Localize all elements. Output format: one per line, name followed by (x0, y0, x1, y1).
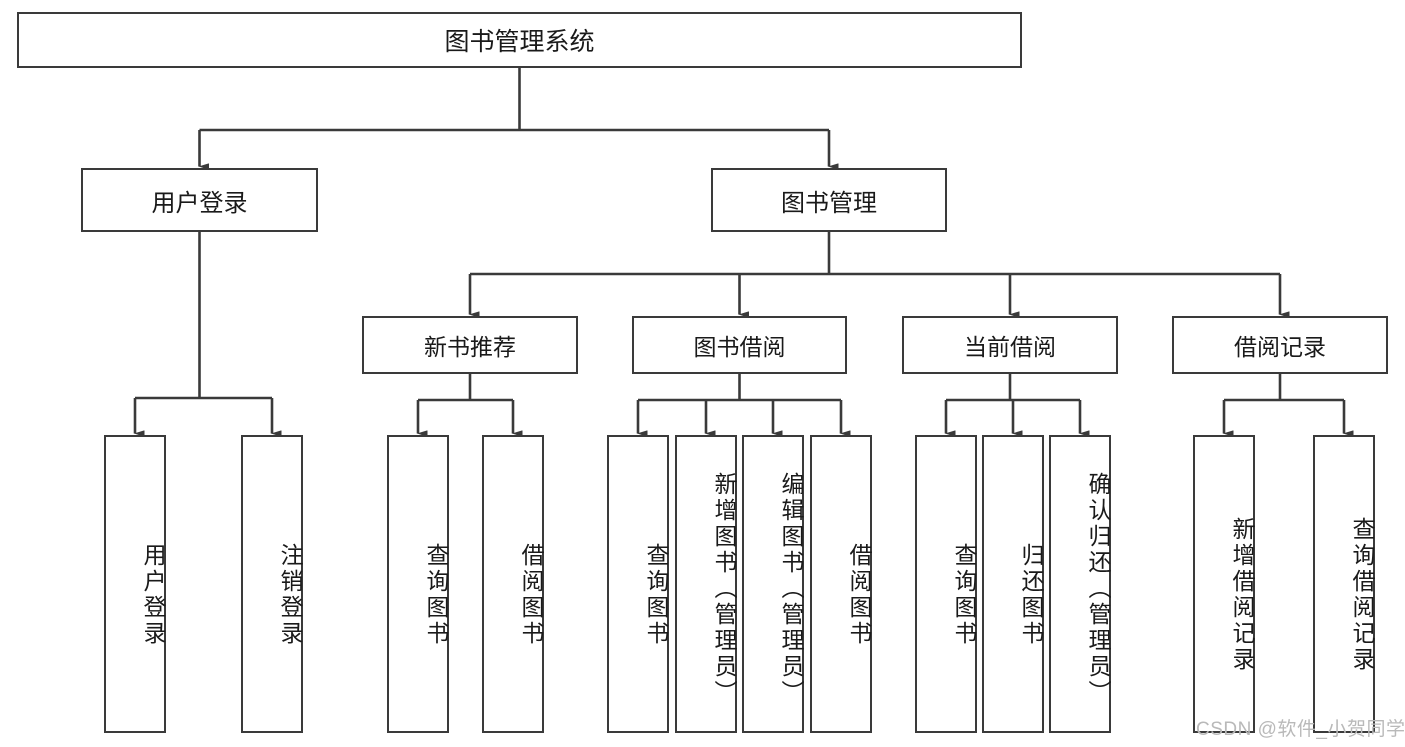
leaf-borrow-book-action[interactable]: 借阅图书 (810, 435, 872, 733)
leaf-add-book-admin[interactable]: 新增图书（管理员） (675, 435, 737, 733)
leaf-query-book-recommend[interactable]: 查询图书 (387, 435, 449, 733)
node-user-login[interactable]: 用户登录 (81, 168, 318, 232)
leaf-edit-book-admin[interactable]: 编辑图书（管理员） (742, 435, 804, 733)
leaf-add-borrow-record[interactable]: 新增借阅记录 (1193, 435, 1255, 733)
node-root[interactable]: 图书管理系统 (17, 12, 1022, 68)
leaf-query-borrow-record[interactable]: 查询借阅记录 (1313, 435, 1375, 733)
leaf-borrow-book-recommend[interactable]: 借阅图书 (482, 435, 544, 733)
node-current-borrow[interactable]: 当前借阅 (902, 316, 1118, 374)
node-book-management[interactable]: 图书管理 (711, 168, 947, 232)
leaf-user-logout-action[interactable]: 注销登录 (241, 435, 303, 733)
watermark-text: CSDN @软件_小贺同学 (1196, 719, 1405, 740)
node-borrow-records[interactable]: 借阅记录 (1172, 316, 1388, 374)
node-new-book-recommend[interactable]: 新书推荐 (362, 316, 578, 374)
leaf-user-login-action[interactable]: 用户登录 (104, 435, 166, 733)
leaf-query-book-borrow[interactable]: 查询图书 (607, 435, 669, 733)
leaf-return-book[interactable]: 归还图书 (982, 435, 1044, 733)
leaf-query-book-current[interactable]: 查询图书 (915, 435, 977, 733)
leaf-confirm-return-admin[interactable]: 确认归还（管理员） (1049, 435, 1111, 733)
node-book-borrow[interactable]: 图书借阅 (632, 316, 847, 374)
